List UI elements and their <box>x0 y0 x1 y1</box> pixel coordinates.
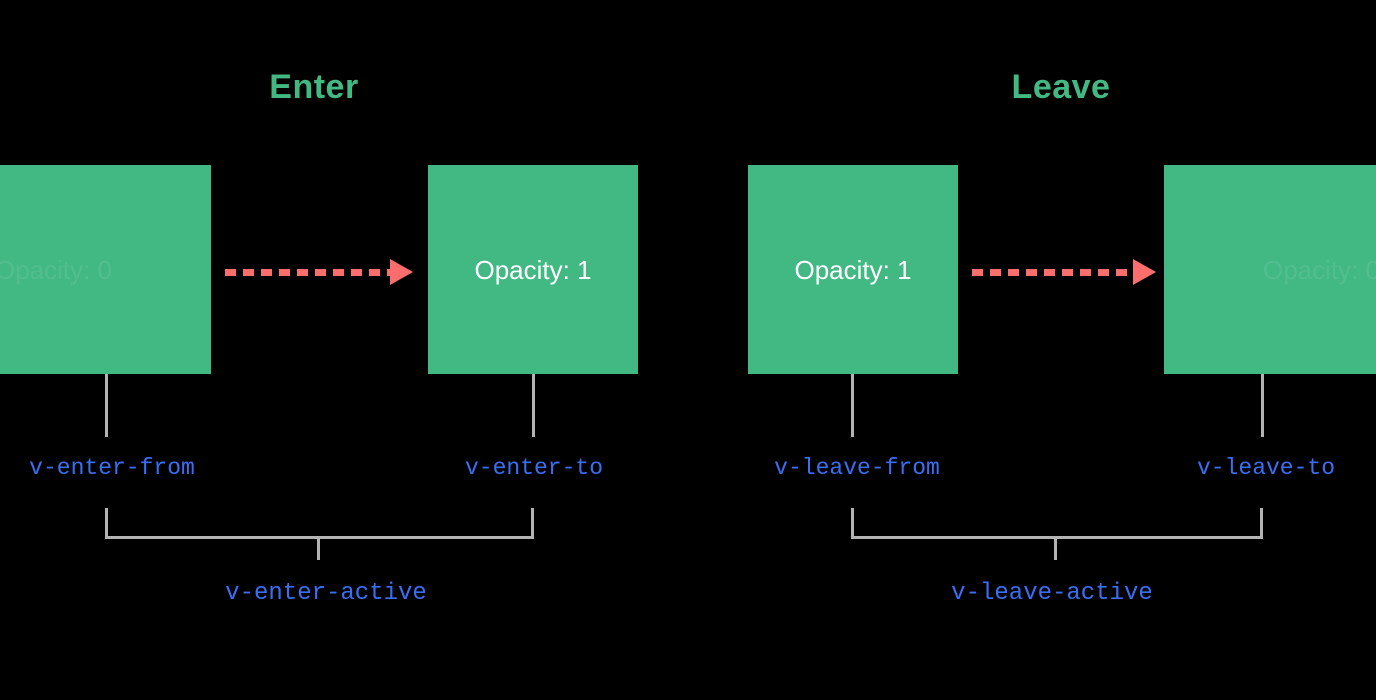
enter-from-connector <box>105 374 108 437</box>
leave-bracket-right-arm <box>1260 508 1263 538</box>
leave-bracket-left-arm <box>851 508 854 538</box>
enter-to-connector <box>532 374 535 437</box>
enter-arrow <box>225 259 413 285</box>
enter-bracket-stem <box>317 536 320 560</box>
enter-bracket-left-arm <box>105 508 108 538</box>
leave-to-box: Opacity: 0 <box>1164 165 1376 374</box>
label-v-enter-from: v-enter-from <box>29 455 195 481</box>
leave-from-box-label: Opacity: 1 <box>794 254 912 285</box>
label-v-leave-active: v-leave-active <box>951 580 1153 607</box>
leave-from-connector <box>851 374 854 437</box>
leave-from-box: Opacity: 1 <box>748 165 958 374</box>
leave-to-box-label: Opacity: 0 <box>1262 254 1376 285</box>
leave-bracket-span <box>851 536 1263 539</box>
enter-arrow-head <box>390 259 413 285</box>
section-title-enter: Enter <box>269 68 359 106</box>
label-v-leave-to: v-leave-to <box>1196 455 1336 481</box>
enter-from-box-label: Opacity: 0 <box>0 254 113 285</box>
section-title-leave: Leave <box>1011 68 1111 106</box>
label-v-enter-active: v-enter-active <box>225 580 427 607</box>
leave-to-connector <box>1261 374 1264 437</box>
enter-arrow-line <box>225 268 392 276</box>
label-v-leave-from: v-leave-from <box>774 455 940 481</box>
leave-arrow-head <box>1133 259 1156 285</box>
enter-from-box: Opacity: 0 <box>0 165 211 374</box>
leave-bracket-stem <box>1054 536 1057 560</box>
leave-arrow <box>972 259 1156 285</box>
enter-bracket-right-arm <box>531 508 534 538</box>
label-v-enter-to: v-enter-to <box>464 455 604 481</box>
leave-arrow-line <box>972 268 1135 276</box>
enter-to-box: Opacity: 1 <box>428 165 638 374</box>
enter-to-box-label: Opacity: 1 <box>474 254 592 285</box>
